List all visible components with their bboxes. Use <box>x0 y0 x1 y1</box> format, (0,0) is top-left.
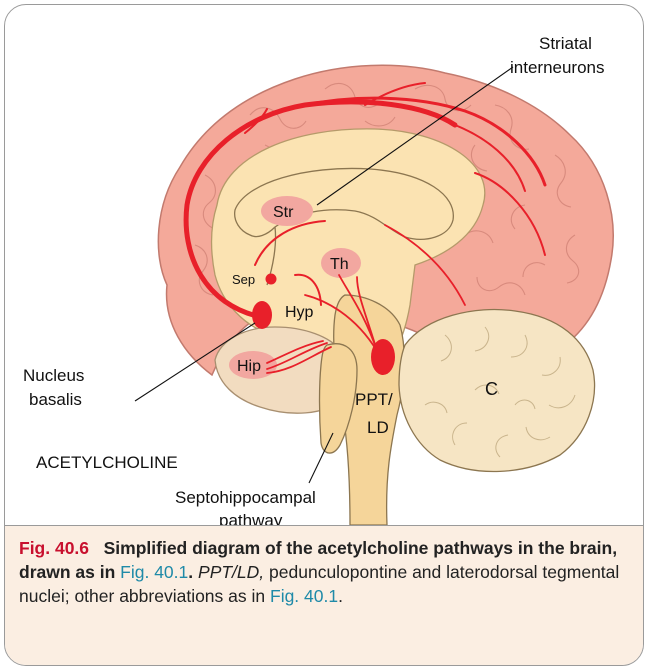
figure-caption: Fig. 40.6 Simplified diagram of the acet… <box>19 536 629 608</box>
caption-area: Fig. 40.6 Simplified diagram of the acet… <box>5 525 643 666</box>
label-ppt-ld-2: LD <box>367 418 389 437</box>
caption-reference-link-2[interactable]: Fig. 40.1 <box>270 586 338 606</box>
label-str: Str <box>273 204 294 221</box>
caption-abbreviation: PPT/LD, <box>198 562 264 582</box>
caption-period: . <box>188 562 193 582</box>
label-c: C <box>485 379 498 399</box>
label-septohippocampal-2: pathway <box>219 511 283 525</box>
figure-frame: Striatal interneurons Str Th Sep Hyp Hip… <box>4 4 644 666</box>
sep-nucleus <box>266 274 277 285</box>
label-nucleus-basalis-2: basalis <box>29 390 82 409</box>
label-th: Th <box>330 256 349 273</box>
caption-figure-number: Fig. 40.6 <box>19 538 89 558</box>
ppt-ld-nucleus <box>371 339 395 375</box>
label-nucleus-basalis-1: Nucleus <box>23 366 84 385</box>
caption-reference-link[interactable]: Fig. 40.1 <box>120 562 188 582</box>
acetylcholine-pathway-diagram: Striatal interneurons Str Th Sep Hyp Hip… <box>5 5 643 525</box>
label-ppt-ld-1: PPT/ <box>355 390 393 409</box>
label-hip: Hip <box>237 358 261 375</box>
label-sep: Sep <box>232 272 255 287</box>
label-striatal-interneurons-1: Striatal <box>539 34 592 53</box>
label-hyp: Hyp <box>285 304 314 321</box>
label-striatal-interneurons-2: interneurons <box>510 58 605 77</box>
label-septohippocampal-1: Septohippocampal <box>175 488 316 507</box>
nucleus-basalis <box>252 301 272 329</box>
caption-end: . <box>338 586 343 606</box>
label-acetylcholine: ACETYLCHOLINE <box>36 453 178 472</box>
